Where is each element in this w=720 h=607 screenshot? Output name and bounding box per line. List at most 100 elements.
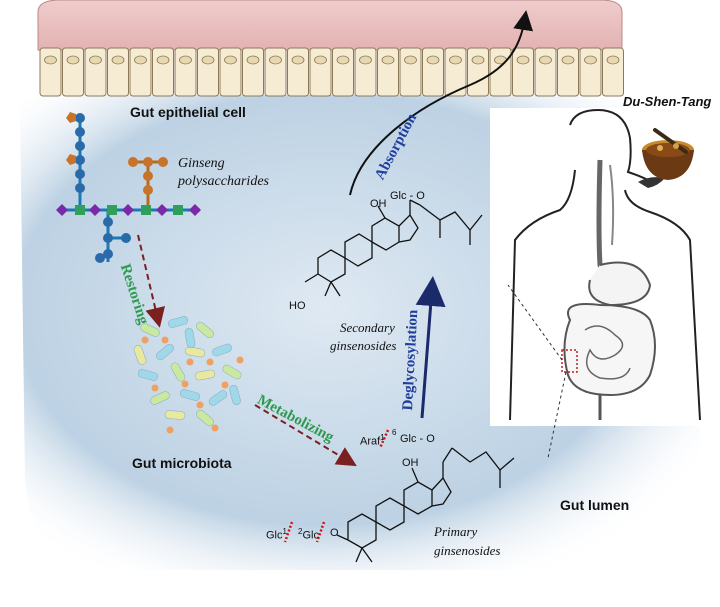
bond-cut-glc2 bbox=[315, 521, 326, 543]
poly-node bbox=[143, 157, 153, 167]
secondary-ho: HO bbox=[289, 300, 306, 312]
primary-o: O bbox=[330, 527, 339, 539]
epithelial-cell bbox=[534, 47, 557, 97]
deglycosylation-arrow bbox=[415, 276, 446, 419]
epithelial-cell bbox=[197, 47, 219, 97]
poly-node bbox=[107, 205, 117, 215]
poly-node bbox=[158, 157, 168, 167]
secondary-glc-o: Glc - O bbox=[390, 190, 425, 202]
epithelial-cell bbox=[309, 47, 332, 97]
poly-node bbox=[66, 112, 76, 123]
bacterium-coccus bbox=[141, 336, 149, 344]
bacterium-coccus bbox=[181, 380, 189, 388]
epithelial-cell bbox=[62, 47, 84, 97]
du-shen-tang-label: Du-Shen-Tang bbox=[623, 94, 712, 109]
epithelial-cell bbox=[444, 47, 467, 97]
epithelial-cell bbox=[174, 47, 197, 97]
poly-node bbox=[103, 233, 113, 243]
epithelial-cell bbox=[602, 47, 624, 97]
poly-node bbox=[75, 169, 85, 179]
poly-node bbox=[143, 171, 153, 181]
primary-ginsenosides-label-line1: Primary bbox=[434, 524, 478, 539]
epithelial-cell bbox=[512, 47, 534, 97]
secondary-oh: OH bbox=[370, 198, 387, 210]
epithelial-cell bbox=[219, 47, 242, 97]
bacterium bbox=[222, 364, 242, 380]
secondary-ginsenosides-label-line1: Secondary bbox=[340, 320, 395, 335]
epithelial-cell bbox=[107, 47, 129, 97]
bacterium bbox=[184, 346, 206, 358]
poly-node bbox=[75, 127, 85, 137]
bacterium bbox=[156, 343, 174, 361]
poly-node bbox=[141, 205, 151, 215]
primary-ginsenosides-label-line2: ginsenosides bbox=[434, 543, 501, 558]
primary-oh: OH bbox=[402, 457, 419, 469]
poly-node bbox=[103, 217, 113, 227]
bacterium bbox=[164, 410, 186, 420]
bond-cut-glc1 bbox=[283, 521, 294, 543]
gut-epithelium bbox=[37, 0, 624, 97]
poly-node bbox=[89, 204, 101, 216]
epithelial-cell bbox=[422, 47, 444, 97]
bacterium-coccus bbox=[166, 426, 174, 434]
restoring-arrow bbox=[137, 234, 165, 328]
bacterium-coccus bbox=[236, 356, 244, 364]
primary-araf: Araf1 bbox=[360, 433, 385, 448]
epithelial-cell bbox=[84, 47, 107, 97]
epithelial-cell bbox=[579, 47, 602, 97]
poly-node bbox=[121, 233, 131, 243]
bacterium bbox=[133, 345, 147, 365]
epithelial-cell bbox=[377, 47, 399, 97]
bacterium-coccus bbox=[206, 358, 214, 366]
poly-node bbox=[66, 154, 76, 165]
gut-epithelial-cell-label: Gut epithelial cell bbox=[130, 104, 246, 120]
poly-node bbox=[156, 204, 168, 216]
bacterium bbox=[179, 389, 201, 401]
gut-microbiota-label: Gut microbiota bbox=[132, 455, 232, 471]
epithelial-cell bbox=[264, 47, 287, 97]
bacterium-coccus bbox=[186, 358, 194, 366]
bacterium bbox=[194, 369, 216, 381]
bacterium bbox=[196, 321, 214, 339]
poly-node bbox=[75, 205, 85, 215]
bacterium-coccus bbox=[196, 401, 204, 409]
epithelial-cell bbox=[332, 47, 354, 97]
bacterium bbox=[196, 409, 214, 427]
epithelial-cell bbox=[354, 47, 377, 97]
poly-node bbox=[75, 183, 85, 193]
epithelial-cell bbox=[129, 47, 152, 97]
bacterium-coccus bbox=[161, 336, 169, 344]
highlight-box bbox=[561, 349, 578, 373]
bond-cut-ara bbox=[378, 429, 390, 449]
poly-node bbox=[75, 155, 85, 165]
primary-sup6: 6 bbox=[392, 428, 397, 437]
ginseng-polysaccharides-label-line1: Ginseng bbox=[178, 156, 225, 171]
primary-glc-o: Glc - O bbox=[400, 433, 435, 445]
epithelial-cell bbox=[399, 47, 422, 97]
primary-glc-2: 2Glc bbox=[298, 527, 319, 542]
poly-node bbox=[95, 253, 105, 263]
bacterium-coccus bbox=[211, 424, 219, 432]
primary-ginsenoside-structure bbox=[336, 447, 515, 563]
poly-node bbox=[128, 157, 138, 167]
gut-microbiota-cluster bbox=[133, 316, 244, 434]
bacterium bbox=[212, 343, 232, 357]
poly-node bbox=[143, 185, 153, 195]
bacterium-coccus bbox=[151, 384, 159, 392]
secondary-ginsenoside-structure bbox=[304, 199, 483, 297]
gut-lumen-label: Gut lumen bbox=[560, 497, 630, 513]
poly-node bbox=[189, 204, 201, 216]
epithelial-cell bbox=[467, 47, 489, 97]
bacterium bbox=[184, 327, 196, 349]
du-shen-tang-bowl-icon bbox=[642, 128, 694, 180]
bacterium bbox=[170, 362, 186, 382]
bacterium bbox=[137, 369, 159, 381]
bacterium bbox=[208, 390, 228, 406]
poly-node bbox=[75, 141, 85, 151]
epithelial-cell bbox=[557, 47, 579, 97]
epithelial-cell bbox=[242, 47, 264, 97]
poly-node bbox=[56, 204, 68, 216]
epithelial-cell bbox=[287, 47, 309, 97]
primary-glc-1: Glc1 bbox=[266, 527, 287, 542]
